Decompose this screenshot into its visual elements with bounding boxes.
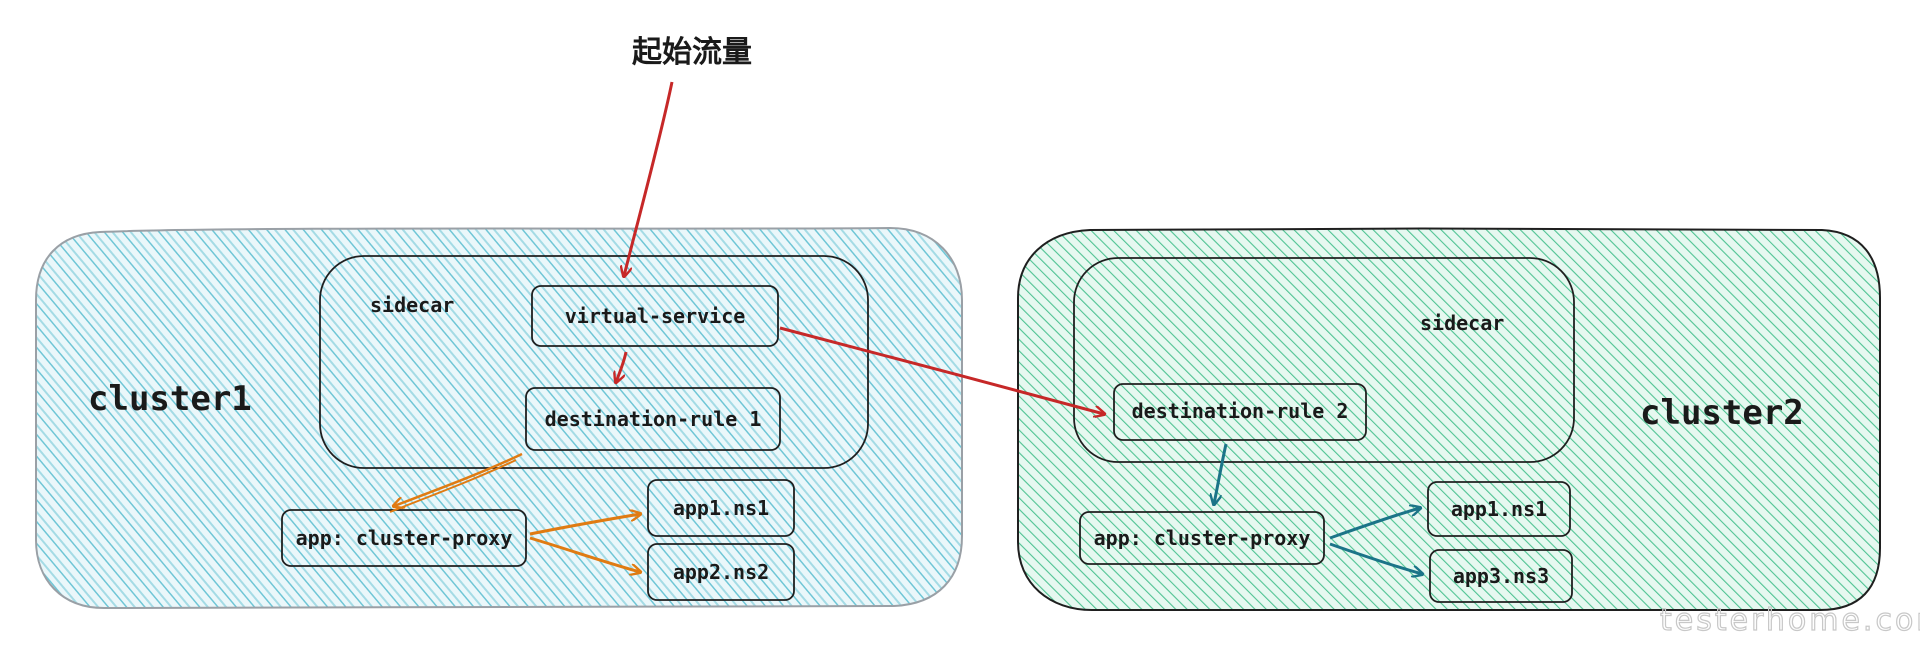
- arrow-proxy-to-app3-c2: [1329, 542, 1422, 574]
- cluster1-app2-label: app2.ns2: [673, 560, 769, 584]
- cluster2-proxy-node[interactable]: [1079, 511, 1325, 565]
- cluster2-sidecar-box: [1073, 257, 1575, 463]
- cluster2-proxy-label: app: cluster-proxy: [1094, 526, 1311, 550]
- destination-rule-1-node[interactable]: [525, 387, 781, 451]
- arrow-proxy-to-app2-c1: [529, 536, 640, 572]
- arrow-vs-to-dr2: [779, 326, 1104, 414]
- cluster1-label: cluster1: [88, 379, 252, 419]
- diagram-title: 起始流量: [632, 35, 752, 70]
- cluster1-region: [35, 226, 963, 610]
- arrow-dr1-to-proxy: [394, 452, 523, 506]
- cluster1-app2-node[interactable]: [647, 543, 795, 601]
- cluster1-app1-label: app1.ns1: [673, 496, 769, 520]
- virtual-service-node[interactable]: [531, 285, 779, 347]
- arrows: [389, 81, 1422, 574]
- cluster1-sidecar-label: sidecar: [370, 293, 454, 317]
- cluster1-proxy-node[interactable]: [281, 509, 527, 567]
- destination-rule-2-node[interactable]: [1113, 383, 1367, 441]
- arrow-vs-to-dr1: [616, 351, 628, 382]
- arrow-dr2-to-proxy: [1214, 443, 1228, 504]
- cluster1-proxy-label: app: cluster-proxy: [296, 526, 513, 550]
- cluster1-app1-node[interactable]: [647, 479, 795, 537]
- cluster2-app1-label: app1.ns1: [1451, 497, 1547, 521]
- arrow-proxy-to-app1-c2: [1329, 508, 1420, 540]
- destination-rule-1-label: destination-rule 1: [545, 407, 762, 431]
- cluster2-sidecar-label: sidecar: [1420, 311, 1504, 335]
- watermark: testerhome.com: [1660, 603, 1920, 638]
- arrow-dr1-to-proxy-double: [389, 459, 517, 513]
- cluster1-sidecar-box: [319, 255, 869, 469]
- cluster2-app1-node[interactable]: [1427, 481, 1571, 537]
- cluster2-app3-node[interactable]: [1429, 549, 1573, 603]
- virtual-service-label: virtual-service: [565, 304, 746, 328]
- cluster2-label: cluster2: [1640, 393, 1804, 433]
- cluster2-region: [1017, 227, 1881, 611]
- cluster2-group: cluster2 sidecar destination-rule 2 app:…: [1017, 227, 1881, 611]
- destination-rule-2-label: destination-rule 2: [1132, 399, 1349, 423]
- arrow-proxy-to-app1-c1: [529, 514, 640, 536]
- arrow-incoming-traffic: [624, 81, 674, 276]
- cluster1-group: cluster1 sidecar virtual-service destina…: [35, 226, 963, 610]
- cluster2-app3-label: app3.ns3: [1453, 564, 1549, 588]
